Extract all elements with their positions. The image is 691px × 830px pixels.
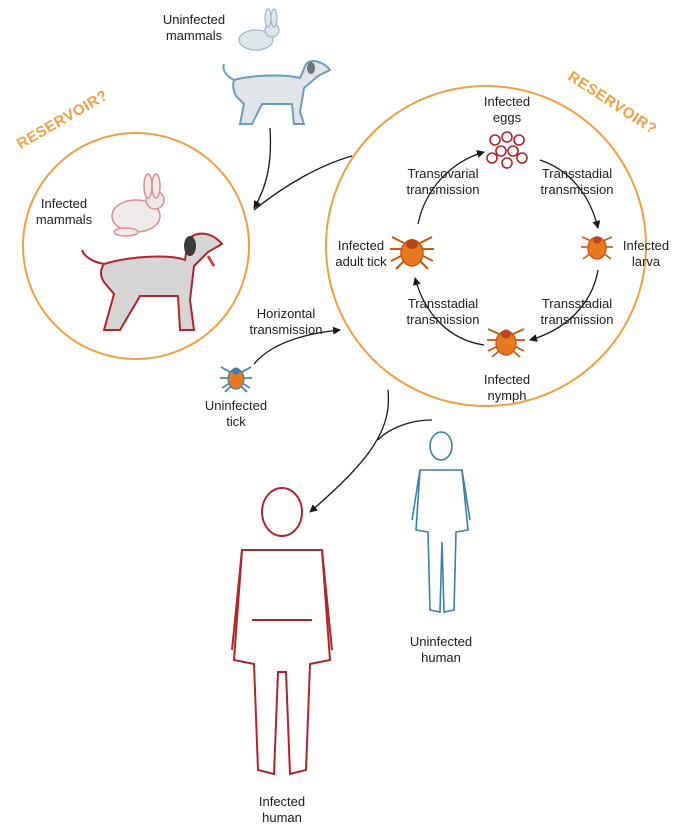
adult-to-eggs-arrow	[417, 150, 485, 225]
infected-adult-tick-icon	[390, 236, 434, 270]
infected-human-label: Infected human	[258, 794, 306, 825]
horizontal-transmission-arrow	[253, 326, 341, 365]
uninfected-rabbit-icon	[238, 8, 280, 51]
infected-nymph-label: Infected nymph	[483, 372, 531, 403]
infected-larva-label: Infected larva	[622, 238, 670, 269]
infected-rabbit-icon	[111, 173, 165, 237]
uninfected-dog-icon	[222, 60, 332, 125]
uninfected-tick-label: Uninfected tick	[204, 398, 268, 429]
horizontal-transmission-label: Horizontal transmission	[249, 306, 323, 337]
infected-human-icon	[231, 487, 333, 776]
life-cycle-arrows	[412, 150, 601, 346]
uninfected-human-icon	[411, 431, 471, 613]
infected-adult-tick-label: Infected adult tick	[335, 238, 387, 269]
infected-nymph-icon	[487, 328, 525, 358]
infected-dog-icon	[81, 232, 224, 331]
egg-to-larva-arrow	[539, 159, 601, 229]
uninfected-human-label: Uninfected human	[409, 634, 473, 665]
infected-eggs-icon	[486, 131, 528, 169]
to-infected-human-arrow	[309, 389, 390, 513]
transstadial-bottom-right-label: Transstadial transmission	[540, 296, 614, 327]
infected-larva-icon	[581, 236, 613, 260]
nymph-to-adult-arrow	[412, 277, 485, 346]
transstadial-bottom-left-label: Transstadial transmission	[406, 296, 480, 327]
right-reservoir-circle	[325, 85, 647, 407]
uninfected-mammals-label: Uninfected mammals	[162, 12, 226, 43]
flow-arrows	[253, 127, 433, 513]
infected-mammals-label: Infected mammals	[35, 196, 93, 227]
transstadial-top-right-label: Transstadial transmission	[540, 166, 614, 197]
left-reservoir-circle	[22, 132, 250, 360]
uninfected-tick-icon	[220, 366, 252, 393]
transovarial-transmission-label: Transovarial transmission	[406, 166, 480, 197]
tick-to-mammals-arrow	[253, 155, 353, 211]
larva-to-nymph-arrow	[529, 269, 599, 342]
uninfected-to-infected-arrow	[253, 127, 272, 209]
uninfected-human-arrow	[377, 419, 433, 441]
infected-eggs-label: Infected eggs	[483, 94, 531, 125]
